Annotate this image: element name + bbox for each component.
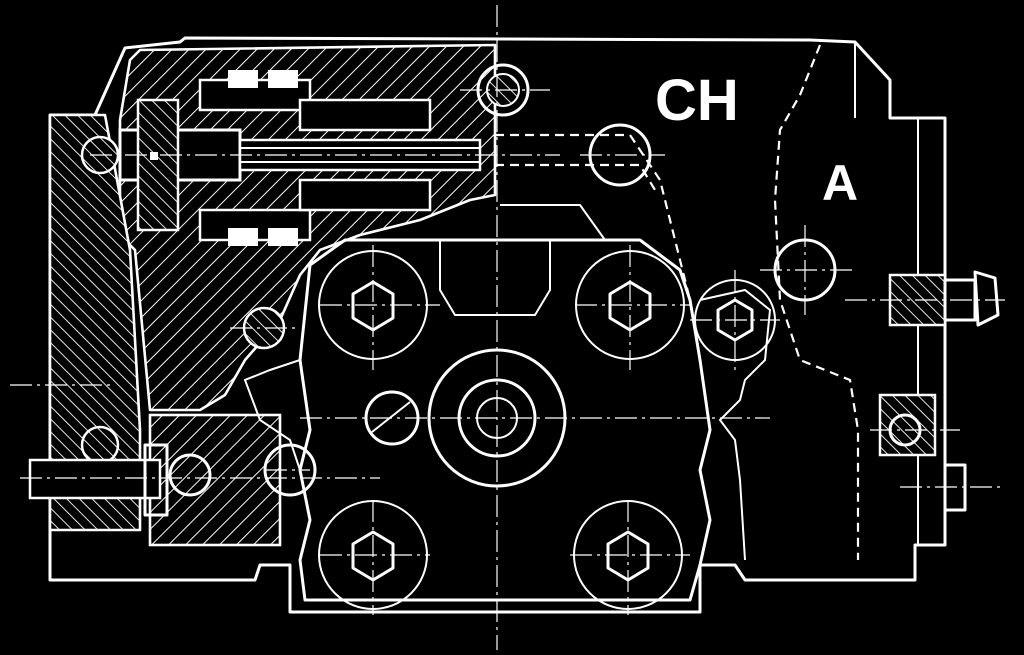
central-port	[364, 348, 567, 488]
adjusting-screw	[28, 413, 317, 547]
right-side-screw	[878, 270, 1000, 512]
valve-body-outline	[48, 36, 947, 614]
label-ch: CH	[655, 68, 739, 133]
central-block	[298, 204, 712, 602]
label-a: A	[822, 155, 858, 211]
right-cavity	[243, 288, 772, 561]
internal-passages	[495, 44, 860, 560]
center-lines	[10, 5, 1005, 650]
hex-bolts	[318, 250, 776, 610]
